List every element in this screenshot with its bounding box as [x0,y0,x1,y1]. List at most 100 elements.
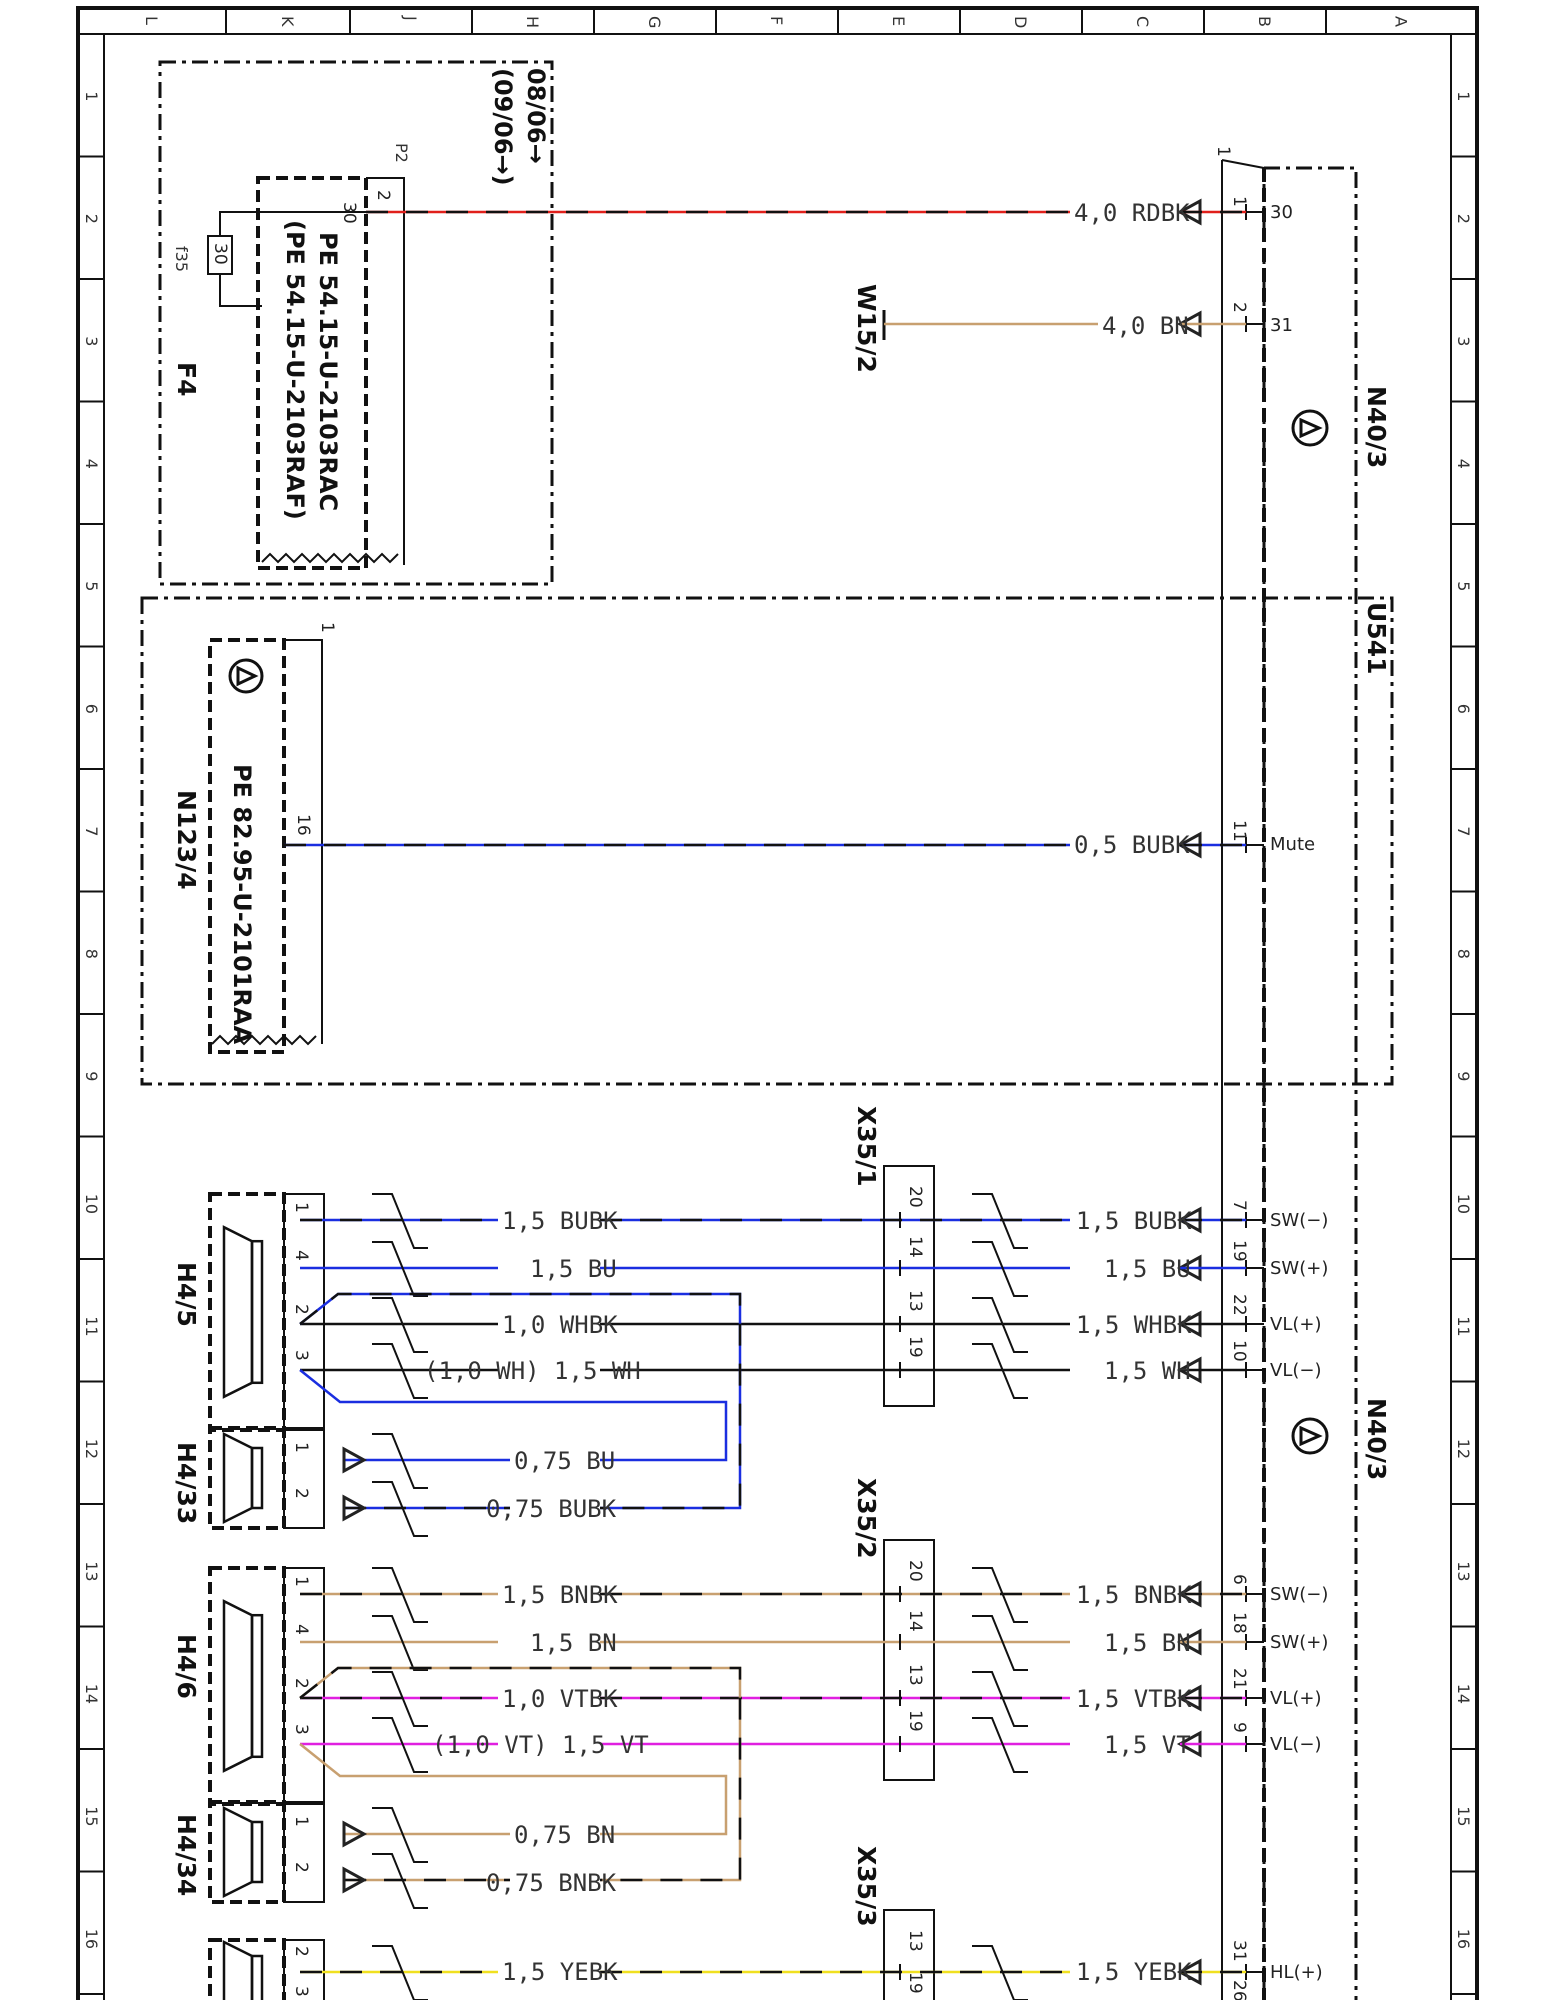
pin-x35-1-14: 14 [905,1236,925,1258]
twist-mark [372,1671,428,1727]
grid-row-label: 10 [1454,1194,1473,1214]
f4-label: F4 [172,362,201,396]
grid-row-label: 16 [1454,1929,1473,1949]
grid-row-label: 12 [1454,1439,1473,1459]
signal-vl-minus-2: VL(−) [1270,1734,1321,1755]
grid-row-label: 8 [1454,949,1473,959]
x35-3-label: X35/3 [852,1846,881,1927]
pin-n40-1: 1 [1229,196,1249,207]
grid-row-label: 8 [82,949,101,959]
grid-col-label: B [1255,16,1274,27]
speaker-h4-6 [208,1566,286,1806]
grid-row-label: 3 [1454,336,1473,346]
wire-1-5-bn-left: 1,5 BN [530,1629,617,1657]
amplifier-icon-2 [1291,1417,1329,1455]
grid-row-label: 6 [82,704,101,714]
x35-2-connector [883,1539,935,1781]
grid-row-label: 2 [82,214,101,224]
pin-bus-1: 1 [1213,146,1233,157]
pin-n40-2: 2 [1229,302,1249,313]
wire-1-5-bnbk-left: 1,5 BNBK [502,1581,618,1609]
grid-row-label: 16 [82,1929,101,1949]
wire-0-75-bn: 0,75 BN [514,1821,615,1849]
f35-lead [219,211,366,236]
pin-h4-5-3: 3 [291,1350,311,1361]
pin-x35-3-13: 13 [905,1930,925,1952]
pin-n40-19: 19 [1229,1240,1249,1262]
pin-h4-5-4: 4 [291,1250,311,1261]
grid-row-label: 5 [82,581,101,591]
pin-x35-1-19: 19 [905,1336,925,1358]
grid-row-label: 12 [82,1439,101,1459]
twist-mark [372,1297,428,1353]
pin-p2-2: 2 [373,190,393,201]
f4-break-zigzag [261,552,399,564]
grid-col-label: A [1392,16,1411,27]
speaker-h4-6-cone [222,1599,254,1773]
pin-h16-3: 3 [291,1986,311,1997]
pin-n40-10: 10 [1229,1340,1249,1362]
grid-row-label: 5 [1454,581,1473,591]
speaker-h4-33-coil [250,1446,264,1510]
grid-row-label: 9 [1454,1071,1473,1081]
amplifier-icon-n123 [228,658,264,694]
grid-row-label: 3 [82,336,101,346]
pin-x35-2-14: 14 [905,1610,925,1632]
pin-h4-5-2: 2 [291,1304,311,1315]
speaker-h4-5-connector [283,1193,325,1431]
wire-cross-bubk-stripe [299,1292,742,1510]
pin-h4-6-2: 2 [291,1678,311,1689]
twist-mark [972,1567,1028,1623]
speaker-h4-33 [208,1426,286,1530]
twist-mark [372,1717,428,1773]
speaker-h4-6-coil [250,1613,264,1759]
wire-0-5-bubk: 0,5 BUBK [1074,831,1190,859]
h4-33-label: H4/33 [172,1442,201,1524]
grid-col-label: G [645,16,664,28]
wire-1-5-whbk: 1,5 WHBK [1076,1311,1192,1339]
wire-1-5-wh-left: (1,0 WH) 1,5 WH [424,1357,641,1385]
grid-row-label: 14 [1454,1684,1473,1704]
grid-col-label: F [767,16,786,25]
speaker-h4-33-connector [283,1427,325,1529]
wire-1-0-vtbk: 1,0 VTBK [502,1685,618,1713]
grid-col-label: E [889,16,908,26]
pin-n123-1: 1 [317,622,337,633]
pin-n40-21: 21 [1229,1668,1249,1690]
speaker-h4-33-cone [222,1431,254,1525]
pin-h4-6-4: 4 [291,1624,311,1635]
grid-row-label: 13 [1454,1561,1473,1581]
signal-31: 31 [1270,315,1293,336]
speaker-h4-34 [208,1800,286,1904]
n40-3-label: N40/3 [1362,386,1391,468]
twist-mark [972,1615,1028,1671]
pin-p2-30: 30 [339,202,359,224]
grid-row-label: 7 [1454,826,1473,836]
signal-sw-plus-2: SW(+) [1270,1632,1328,1653]
pin-h4-6-1: 1 [291,1576,311,1587]
signal-sw-minus-2: SW(−) [1270,1584,1328,1605]
x35-1-label: X35/1 [852,1106,881,1187]
speaker-h4-6-connector [283,1567,325,1805]
signal-vl-minus: VL(−) [1270,1360,1321,1381]
pin-n40-26: 26 [1229,1980,1249,2000]
speaker-h4-5 [208,1192,286,1432]
grid-row-label: 11 [1454,1316,1473,1336]
pe-reference-2: (PE 54.15-U-2103RAF) [281,220,309,520]
signal-hl-plus: HL(+) [1270,1962,1323,1983]
twist-mark [372,1481,428,1537]
grid-row-label: 6 [1454,704,1473,714]
grid-row-label: 10 [82,1194,101,1214]
amplifier-icon [1291,409,1329,447]
p2-connector-outline [366,177,405,565]
grid-row-label: 9 [82,1071,101,1081]
pin-h4-33-1: 1 [291,1442,311,1453]
grid-row-label: 15 [82,1806,101,1826]
w15-2-label: W15/2 [852,284,881,373]
u541-label: U541 [1362,602,1391,675]
wire-1-5-bubk-right: 1,5 BUBK [1076,1207,1192,1235]
twist-mark [372,1853,428,1909]
twist-mark [372,1343,428,1399]
p2-label: P2 [392,143,411,163]
grid-col-label: D [1011,16,1030,28]
